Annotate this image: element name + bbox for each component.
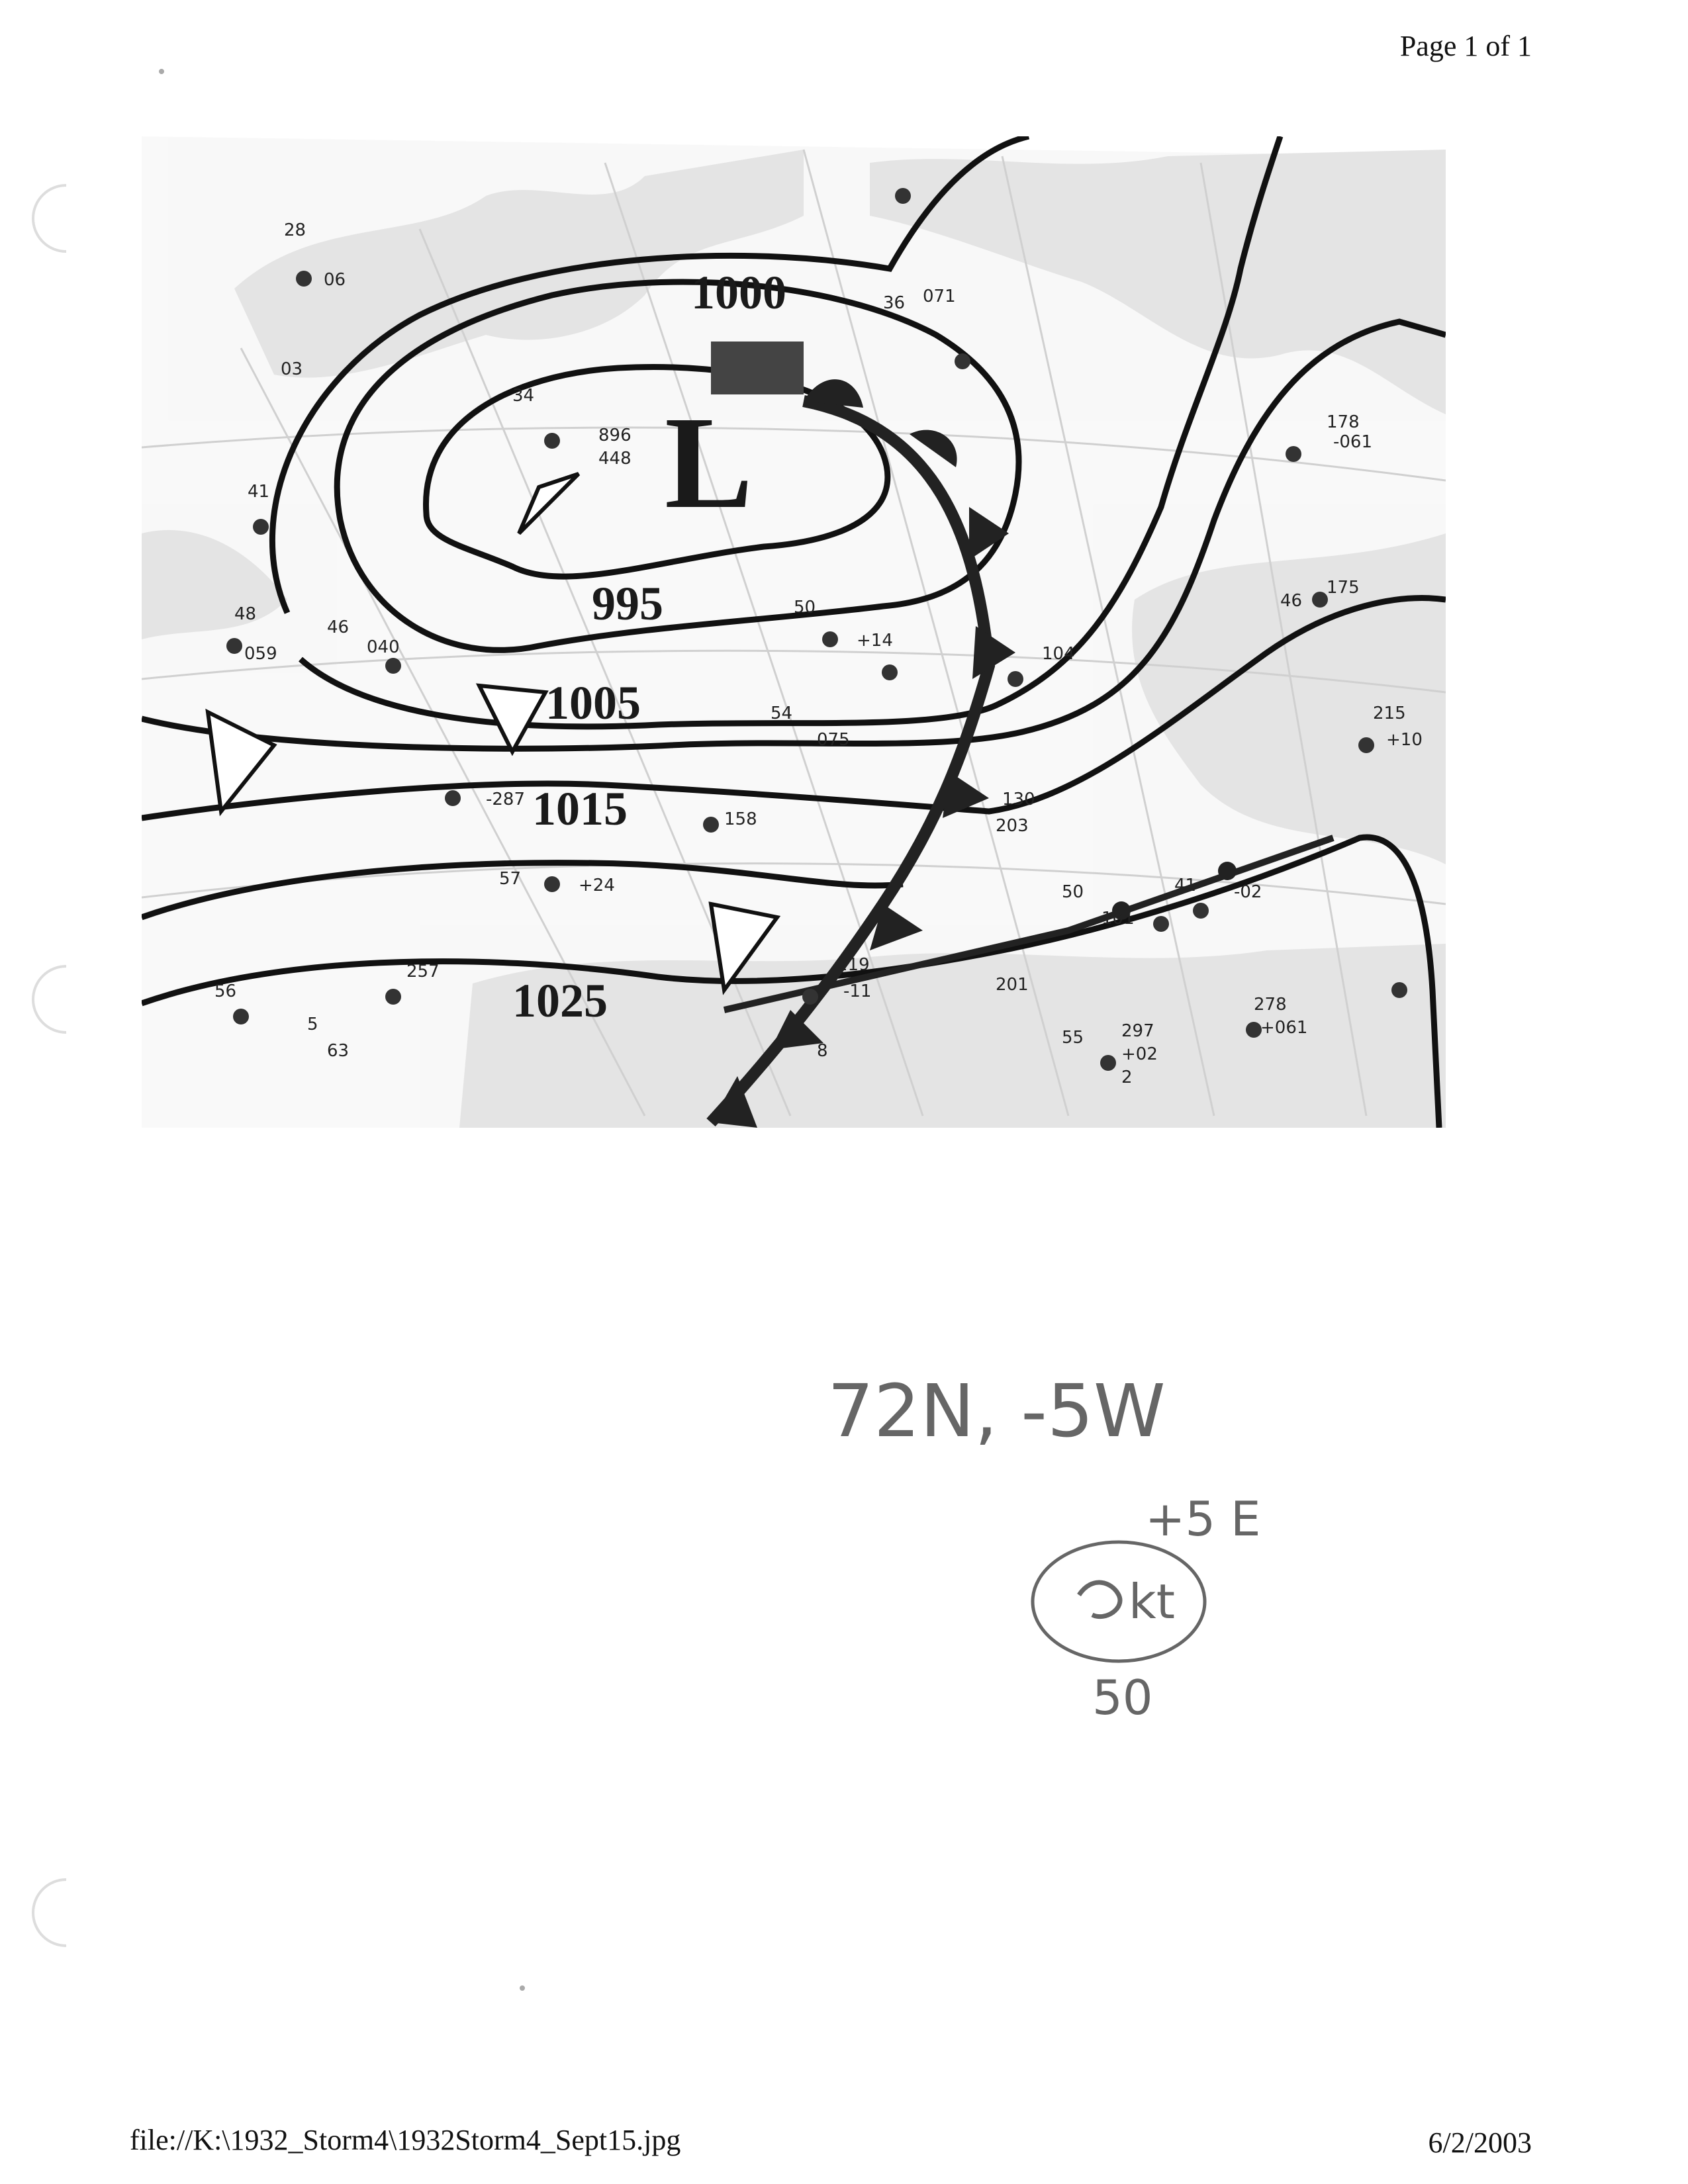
station-value: 54 bbox=[771, 704, 792, 723]
station-value: 56 bbox=[214, 981, 236, 1001]
station-value: +14 bbox=[857, 631, 893, 651]
station-value: 41 bbox=[248, 482, 269, 502]
station-value: 06 bbox=[324, 270, 346, 290]
station-value: 48 bbox=[234, 604, 256, 624]
handwritten-speed-unit: kt bbox=[1129, 1574, 1175, 1629]
footer-date: 6/2/2003 bbox=[1428, 2126, 1532, 2159]
station-value: 50 bbox=[794, 598, 816, 617]
punch-hole-middle bbox=[20, 960, 73, 1039]
station-value: -061 bbox=[1333, 432, 1372, 452]
isobar-label-1000: 1000 bbox=[691, 266, 786, 319]
station-value: 8 bbox=[817, 1041, 828, 1061]
station-value: +24 bbox=[579, 876, 615, 895]
land-background bbox=[142, 136, 1446, 1128]
station-value: 201 bbox=[996, 975, 1029, 995]
station-value: 46 bbox=[327, 617, 349, 637]
station-value: +10 bbox=[1386, 730, 1423, 750]
station-value: 297 bbox=[1121, 1021, 1154, 1041]
station-value: 219 bbox=[837, 955, 870, 975]
station-value: 03 bbox=[281, 359, 303, 379]
page-number: Page 1 of 1 bbox=[1399, 30, 1532, 62]
station-value: 55 bbox=[1062, 1028, 1084, 1048]
scribble-mark bbox=[1077, 1580, 1123, 1619]
station-value: -287 bbox=[486, 790, 525, 809]
station-value: 41 bbox=[1174, 876, 1196, 895]
station-value: 101 bbox=[1102, 909, 1135, 929]
station-plots: 28 06 03 41 48 059 46 040 34 896 448 50 … bbox=[214, 188, 1423, 1087]
weather-map: L 1000 995 1005 1015 1025 28 06 bbox=[142, 136, 1446, 1128]
station-value: 57 bbox=[499, 869, 521, 889]
station-value: 63 bbox=[327, 1041, 349, 1061]
station-value: -11 bbox=[843, 981, 871, 1001]
station-value: 075 bbox=[817, 730, 850, 750]
handwritten-annotations: 72N, -5W +5 E kt 50 bbox=[827, 1357, 1357, 1727]
station-value: 448 bbox=[598, 449, 632, 469]
station-value: 257 bbox=[406, 962, 440, 981]
station-value: 059 bbox=[244, 644, 277, 664]
station-value: 071 bbox=[923, 287, 956, 306]
station-value: +061 bbox=[1260, 1018, 1307, 1038]
scan-speck bbox=[159, 69, 164, 74]
station-value: 215 bbox=[1373, 704, 1406, 723]
handwritten-circle bbox=[1031, 1540, 1207, 1663]
isobar-label-1025: 1025 bbox=[512, 974, 608, 1027]
punch-hole-bottom bbox=[20, 1873, 73, 1952]
weather-map-svg: L 1000 995 1005 1015 1025 28 06 bbox=[142, 136, 1446, 1128]
low-centre: L bbox=[665, 341, 804, 536]
station-value: 28 bbox=[284, 220, 306, 240]
isobar-label-1015: 1015 bbox=[532, 782, 628, 835]
station-value: 175 bbox=[1327, 578, 1360, 598]
station-value: 896 bbox=[598, 426, 632, 445]
station-value: 278 bbox=[1254, 995, 1287, 1015]
isobar-labels: 1000 995 1005 1015 1025 bbox=[512, 266, 786, 1027]
station-value: 040 bbox=[367, 637, 400, 657]
station-value: 158 bbox=[724, 809, 757, 829]
station-value: +02 bbox=[1121, 1044, 1158, 1064]
station-value: 2 bbox=[1121, 1068, 1133, 1087]
scan-speck bbox=[520, 1985, 525, 1991]
station-value: 5 bbox=[307, 1015, 318, 1034]
handwritten-coordinates: 72N, -5W bbox=[827, 1369, 1166, 1453]
station-value: 36 bbox=[883, 293, 905, 313]
isobar-label-1005: 1005 bbox=[545, 676, 641, 729]
handwritten-east-offset: +5 E bbox=[1145, 1491, 1261, 1547]
handwritten-value: 50 bbox=[1092, 1670, 1153, 1725]
wind-pennants bbox=[205, 472, 781, 995]
station-value: 104 bbox=[1042, 644, 1075, 664]
isobar-label-995: 995 bbox=[592, 577, 663, 630]
station-value: 203 bbox=[996, 816, 1029, 836]
station-value: 50 bbox=[1062, 882, 1084, 902]
station-value: 130 bbox=[1002, 790, 1035, 809]
station-value: 46 bbox=[1280, 591, 1302, 611]
station-value: 34 bbox=[512, 386, 534, 406]
footer-file-path: file://K:\1932_Storm4\1932Storm4_Sept15.… bbox=[130, 2124, 681, 2156]
front-line bbox=[706, 379, 1335, 1128]
station-value: -02 bbox=[1234, 882, 1262, 902]
punch-hole-top bbox=[20, 179, 73, 258]
low-symbol: L bbox=[665, 390, 753, 536]
station-value: 178 bbox=[1327, 412, 1360, 432]
